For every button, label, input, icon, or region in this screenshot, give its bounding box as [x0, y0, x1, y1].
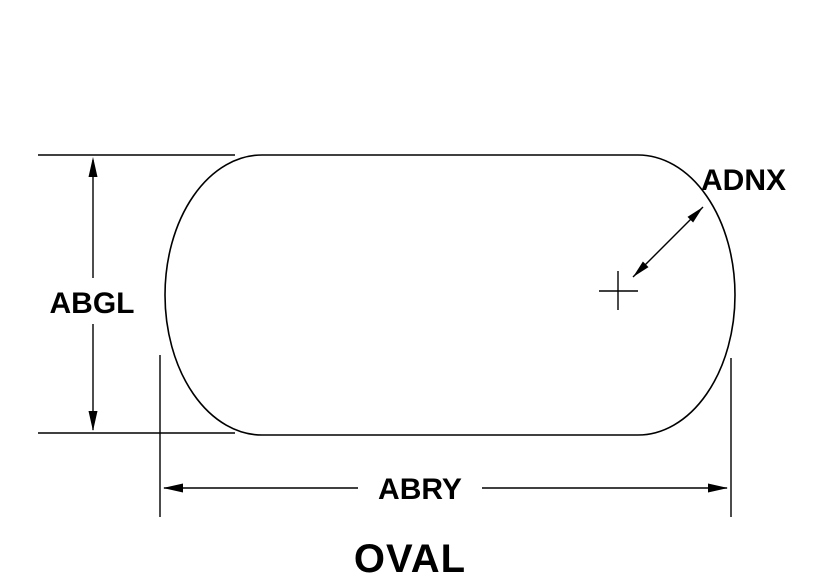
radius-label: ADNX [701, 164, 786, 197]
arrow-up-icon [88, 157, 98, 177]
height-label: ABGL [50, 287, 135, 320]
arrow-right-icon [708, 483, 728, 493]
diagram-title: OVAL [354, 537, 466, 581]
arrow-left-icon [163, 483, 183, 493]
arrow-up-right-icon [687, 207, 703, 223]
width-label: ABRY [378, 473, 462, 506]
arrow-down-left-icon [633, 261, 649, 277]
arrow-down-icon [88, 411, 98, 431]
oval-shape [164, 154, 736, 436]
